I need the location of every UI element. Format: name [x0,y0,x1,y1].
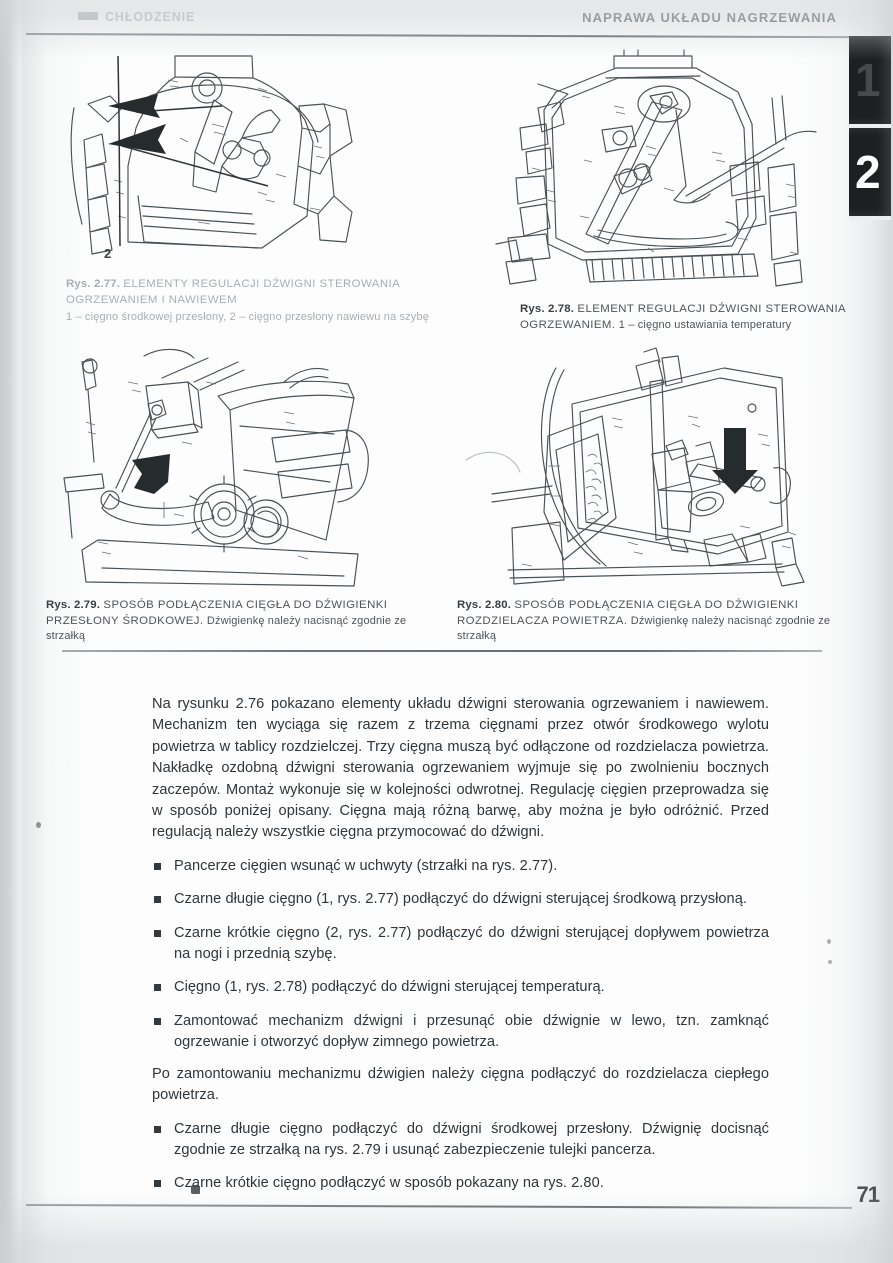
figure-2-79-illustration [58,342,403,590]
list-item: Cięgno (1, rys. 2.78) podłączyć do dźwig… [152,977,769,998]
page-number: 71 [856,1182,881,1207]
figure-2-78-legend: 1 – cięgno ustawiania temperatury [618,318,792,331]
figure-2-80-number: Rys. 2.80. [457,599,512,611]
running-head-right: NAPRAWA UKŁADU NAGRZEWANIA [582,10,837,25]
figure-2-80-illustration [452,342,820,590]
bullet-square-icon [154,984,161,992]
figure-2-79-caption: Rys. 2.79. SPOSÓB PODŁĄCZENIA CIĘGŁA DO … [46,598,416,645]
figure-2-80-caption: Rys. 2.80. SPOSÓB PODŁĄCZENIA CIĘGŁA DO … [457,598,839,645]
figure-2-77-caption: Rys. 2.77. ELEMENTY REGULACJI DŹWIGNI ST… [66,277,446,326]
intro-paragraph: Na rysunku 2.76 pokazano elementy układu… [152,696,769,841]
figure-2-77-legend: 1 – cięgno środkowej przesłony, 2 – cięg… [66,311,429,323]
list-item-text: Czarne krótkie cięgno podłączyć w sposób… [174,1175,604,1192]
list-item: Pancerze cięgien wsunąć w uchwyty (strza… [152,856,769,877]
list-item-text: Cięgno (1, rys. 2.78) podłączyć do dźwig… [174,979,605,996]
running-head: CHŁODZENIE NAPRAWA UKŁADU NAGRZEWANIA [0,8,893,34]
paper-sheet [22,0,867,1263]
procedure-list-2: Czarne długie cięgno podłączyć do dźwign… [152,1119,769,1195]
list-item: Czarne długie cięgno (1, rys. 2.77) podł… [152,889,769,910]
scan-speck [827,939,831,944]
figure-2-78-number: Rys. 2.78. [520,303,575,315]
running-head-left-text: CHŁODZENIE [105,10,196,24]
figure-2-77-callout-2: 2 [104,246,111,261]
figure-2-77-illustration: 2 [62,46,367,274]
figure-2-78-caption: Rys. 2.78. ELEMENT REGULACJI DŹWIGNI STE… [520,302,856,333]
figure-2-77-number: Rys. 2.77. [66,278,121,290]
figure-2-79-number: Rys. 2.79. [46,599,101,611]
figure-2-79-title: SPOSÓB PODŁĄCZENIA CIĘGŁA DO DŹWIGIENKI … [46,599,388,627]
body-text: Na rysunku 2.76 pokazano elementy układu… [152,694,769,1195]
bullet-square-icon [154,929,161,937]
list-item: Czarne długie cięgno podłączyć do dźwign… [152,1119,769,1162]
chapter-thumb-tabs: 1 2 [849,36,891,220]
list-item-text: Czarne długie cięgno podłączyć do dźwign… [174,1120,769,1158]
bullet-square-icon [154,896,161,904]
figure-2-80-title: SPOSÓB PODŁĄCZENIA CIĘGŁA DO DŹWIGIENKI … [457,599,799,627]
bullet-square-icon [154,862,161,870]
figure-2-77-title: ELEMENTY REGULACJI DŹWIGNI STEROWANIA OG… [66,278,400,306]
bullet-square-icon [154,1125,161,1133]
list-item-text: Czarne krótkie cięgno (2, rys. 2.77) pod… [174,924,769,963]
figure-2-78-title: ELEMENT REGULACJI DŹWIGNI STEROWANIA OGR… [520,303,846,331]
mid-paragraph: Po zamontowaniu mechanizmu dźwigien nale… [152,1065,769,1104]
list-item-text: Pancerze cięgien wsunąć w uchwyty (strza… [174,857,558,874]
header-swatch [78,12,98,20]
figure-2-79-legend: Dźwigienkę należy nacisnąć zgodnie ze st… [46,614,407,643]
figure-2-80-legend: Dźwigienkę należy nacisnąć zgodnie ze st… [457,614,831,643]
list-item: Zamontować mechanizm dźwigni i przesunąć… [152,1011,769,1054]
scan-speck [828,960,832,964]
section-divider-rule [62,650,822,652]
running-head-left: CHŁODZENIE [78,10,195,24]
bullet-square-icon [154,1017,161,1025]
procedure-list-1: Pancerze cięgien wsunąć w uchwyty (strza… [152,856,769,1054]
thumb-tab-1[interactable]: 1 [849,36,891,128]
list-item-text: Czarne długie cięgno (1, rys. 2.77) podł… [174,891,747,908]
bullet-square-icon [154,1180,161,1188]
list-item: Czarne krótkie cięgno (2, rys. 2.77) pod… [152,923,769,966]
list-item-text: Zamontować mechanizm dźwigni i przesunąć… [174,1012,769,1051]
scan-speck [36,822,41,828]
list-item: Czarne krótkie cięgno podłączyć w sposób… [152,1173,769,1194]
thumb-tab-2[interactable]: 2 [849,128,891,220]
figure-2-78-illustration [486,48,818,292]
scan-smudge [191,1185,200,1194]
